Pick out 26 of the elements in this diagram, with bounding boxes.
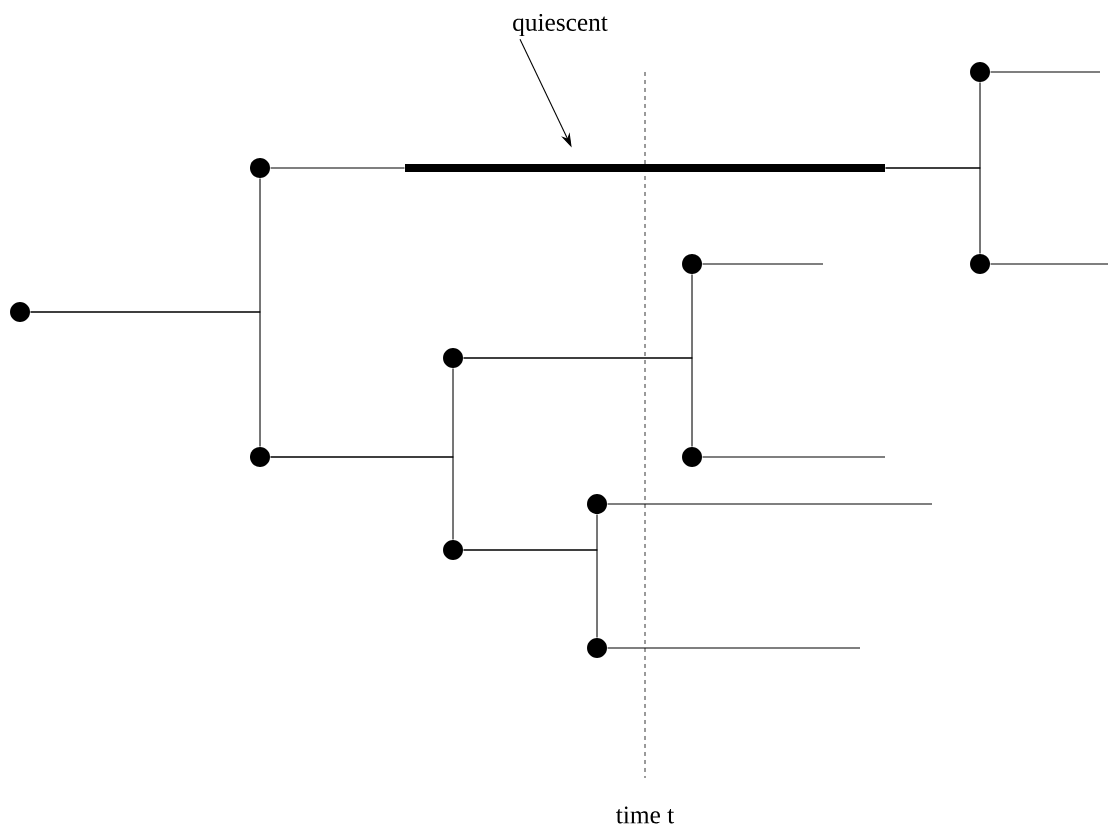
dot (682, 447, 702, 467)
branch-line (270, 456, 454, 540)
dot (970, 62, 990, 82)
dot (587, 494, 607, 514)
branch-line (463, 357, 693, 447)
dot (682, 254, 702, 274)
branch-line (885, 167, 981, 254)
branch-line (702, 263, 824, 265)
branch-line (990, 263, 1109, 265)
branch-line (990, 71, 1101, 73)
dot (10, 302, 30, 322)
dot (587, 638, 607, 658)
dot (250, 158, 270, 178)
branch-line (607, 503, 933, 505)
branch-line (30, 311, 261, 447)
dot (250, 447, 270, 467)
branch-line (270, 167, 405, 169)
node-label: quiescent (513, 13, 608, 37)
branch-line (463, 549, 598, 638)
axis-label: time t (616, 806, 675, 824)
dot (443, 540, 463, 560)
quiescent-bar (405, 164, 885, 172)
dot (970, 254, 990, 274)
dot (443, 348, 463, 368)
branch-line (607, 647, 861, 649)
branch-line (702, 456, 886, 458)
